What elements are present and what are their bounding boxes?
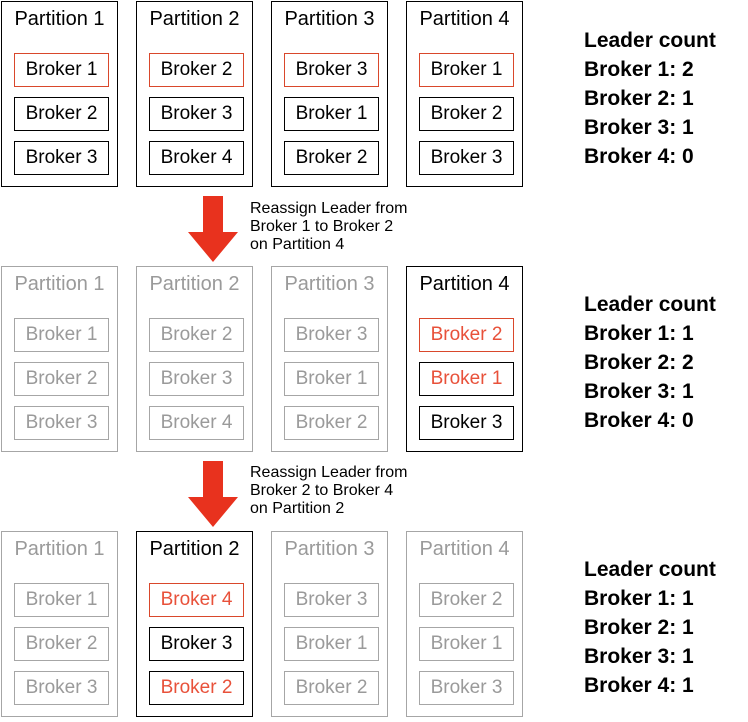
leader-count-line: Broker 4: 0 — [584, 409, 694, 432]
broker-box: Broker 3 — [284, 53, 379, 87]
transition-caption-1: Reassign Leader from Broker 1 to Broker … — [250, 200, 407, 254]
broker-box: Broker 1 — [419, 53, 514, 87]
leader-count-line: Broker 1: 2 — [584, 58, 694, 81]
leader-count-heading: Leader count — [584, 558, 716, 581]
caption-line: Broker 2 to Broker 4 — [250, 482, 394, 499]
caption-line: on Partition 2 — [250, 500, 345, 517]
leader-count-line: Broker 1: 1 — [584, 587, 694, 610]
broker-box: Broker 3 — [149, 362, 244, 396]
partition-title: Partition 1 — [14, 538, 105, 560]
stage1-partition-2: Partition 2 Broker 2 Broker 3 Broker 4 — [136, 1, 253, 187]
partition-title: Partition 2 — [149, 8, 240, 30]
down-arrow-icon — [188, 461, 238, 527]
stage1-partition-1: Partition 1 Broker 1 Broker 2 Broker 3 — [1, 1, 118, 187]
leader-count-line: Broker 1: 1 — [584, 322, 694, 345]
leader-count-heading: Leader count — [584, 293, 716, 316]
broker-box: Broker 3 — [284, 583, 379, 617]
broker-box: Broker 2 — [149, 671, 244, 705]
broker-box: Broker 2 — [284, 671, 379, 705]
broker-box: Broker 1 — [419, 362, 514, 396]
stage3-partition-1: Partition 1 Broker 1 Broker 2 Broker 3 — [1, 531, 118, 717]
stage3-partition-3: Partition 3 Broker 3 Broker 1 Broker 2 — [271, 531, 388, 717]
broker-box: Broker 3 — [149, 97, 244, 131]
transition-caption-2: Reassign Leader from Broker 2 to Broker … — [250, 464, 407, 518]
leader-count-line: Broker 2: 2 — [584, 351, 694, 374]
leader-count-heading: Leader count — [584, 29, 716, 52]
caption-line: Reassign Leader from — [250, 464, 408, 481]
broker-box: Broker 2 — [419, 583, 514, 617]
partition-title: Partition 2 — [149, 538, 240, 560]
broker-box: Broker 2 — [419, 97, 514, 131]
broker-box: Broker 3 — [284, 318, 379, 352]
broker-box: Broker 2 — [149, 318, 244, 352]
partition-title: Partition 4 — [419, 538, 510, 560]
leader-count-line: Broker 3: 1 — [584, 116, 694, 139]
partition-title: Partition 2 — [149, 273, 240, 295]
caption-line: Reassign Leader from — [250, 200, 408, 217]
partition-title: Partition 3 — [284, 8, 375, 30]
stage3-partition-2: Partition 2 Broker 4 Broker 3 Broker 2 — [136, 531, 253, 717]
partition-title: Partition 1 — [14, 273, 105, 295]
broker-box: Broker 3 — [419, 406, 514, 440]
broker-box: Broker 3 — [149, 627, 244, 661]
broker-box: Broker 3 — [419, 671, 514, 705]
stage2-partition-1: Partition 1 Broker 1 Broker 2 Broker 3 — [1, 266, 118, 452]
partition-title: Partition 4 — [419, 273, 510, 295]
leader-count-panel-3: Leader count Broker 1: 1 Broker 2: 1 Bro… — [584, 555, 716, 700]
stage2-partition-4: Partition 4 Broker 2 Broker 1 Broker 3 — [406, 266, 523, 452]
broker-box: Broker 1 — [284, 627, 379, 661]
down-arrow-icon — [188, 196, 238, 262]
broker-box: Broker 4 — [149, 406, 244, 440]
stage3-partition-4: Partition 4 Broker 2 Broker 1 Broker 3 — [406, 531, 523, 717]
broker-box: Broker 2 — [149, 53, 244, 87]
leader-count-line: Broker 3: 1 — [584, 380, 694, 403]
leader-count-line: Broker 2: 1 — [584, 87, 694, 110]
stage2-partition-3: Partition 3 Broker 3 Broker 1 Broker 2 — [271, 266, 388, 452]
broker-box: Broker 1 — [419, 627, 514, 661]
broker-box: Broker 2 — [14, 627, 109, 661]
leader-count-panel-1: Leader count Broker 1: 2 Broker 2: 1 Bro… — [584, 26, 716, 171]
broker-box: Broker 2 — [14, 97, 109, 131]
caption-line: on Partition 4 — [250, 236, 345, 253]
broker-box: Broker 2 — [284, 406, 379, 440]
broker-box: Broker 4 — [149, 583, 244, 617]
broker-box: Broker 1 — [284, 97, 379, 131]
broker-box: Broker 3 — [14, 141, 109, 175]
leader-count-line: Broker 2: 1 — [584, 616, 694, 639]
leader-count-line: Broker 4: 1 — [584, 674, 694, 697]
broker-box: Broker 3 — [419, 141, 514, 175]
broker-box: Broker 2 — [14, 362, 109, 396]
partition-title: Partition 3 — [284, 273, 375, 295]
partition-title: Partition 1 — [14, 8, 105, 30]
broker-box: Broker 3 — [14, 406, 109, 440]
stage1-partition-4: Partition 4 Broker 1 Broker 2 Broker 3 — [406, 1, 523, 187]
broker-box: Broker 2 — [419, 318, 514, 352]
broker-box: Broker 1 — [14, 318, 109, 352]
broker-box: Broker 3 — [14, 671, 109, 705]
broker-box: Broker 2 — [284, 141, 379, 175]
broker-box: Broker 1 — [14, 583, 109, 617]
leader-count-line: Broker 3: 1 — [584, 645, 694, 668]
stage2-partition-2: Partition 2 Broker 2 Broker 3 Broker 4 — [136, 266, 253, 452]
leader-count-line: Broker 4: 0 — [584, 145, 694, 168]
leader-count-panel-2: Leader count Broker 1: 1 Broker 2: 2 Bro… — [584, 290, 716, 435]
broker-box: Broker 4 — [149, 141, 244, 175]
stage1-partition-3: Partition 3 Broker 3 Broker 1 Broker 2 — [271, 1, 388, 187]
caption-line: Broker 1 to Broker 2 — [250, 218, 394, 235]
broker-box: Broker 1 — [284, 362, 379, 396]
partition-title: Partition 3 — [284, 538, 375, 560]
broker-box: Broker 1 — [14, 53, 109, 87]
partition-title: Partition 4 — [419, 8, 510, 30]
